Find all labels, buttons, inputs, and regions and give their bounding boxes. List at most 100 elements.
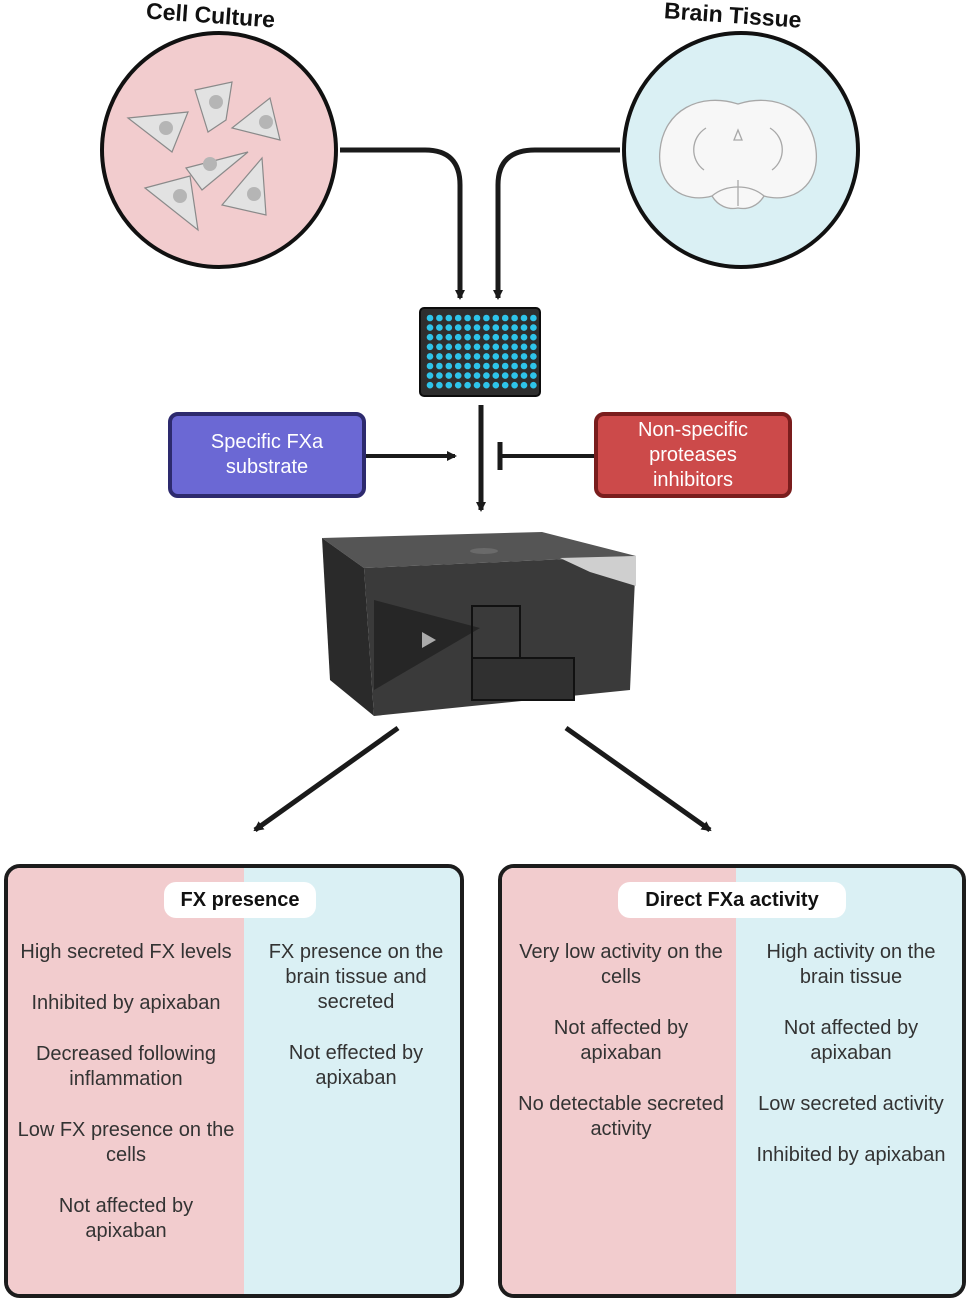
well — [483, 324, 490, 331]
well — [520, 324, 528, 331]
well — [454, 372, 462, 379]
well — [501, 381, 509, 389]
well — [483, 362, 490, 370]
well — [511, 362, 518, 370]
well — [426, 372, 434, 379]
well — [464, 381, 471, 389]
brain-tissue-circle — [622, 31, 860, 269]
well — [483, 343, 490, 351]
fxa-activity-title: Direct FXa activity — [618, 882, 846, 918]
well — [492, 343, 500, 351]
well — [454, 362, 462, 370]
well — [492, 324, 500, 331]
well — [520, 372, 528, 379]
well — [436, 324, 443, 331]
inhibitor-label: Non-specific proteases inhibitors — [637, 418, 749, 491]
well — [445, 381, 453, 389]
well — [473, 372, 481, 379]
list-item: Decreased following inflammation — [35, 1043, 217, 1090]
well — [511, 381, 518, 389]
well — [511, 343, 518, 351]
well — [530, 362, 537, 370]
list-item: Low secreted activity — [758, 1093, 944, 1115]
well — [445, 353, 453, 360]
well — [511, 333, 518, 341]
list-item: Not affected by apixaban — [553, 1017, 689, 1064]
well — [464, 314, 471, 322]
well — [501, 333, 509, 341]
well — [511, 353, 518, 360]
well — [483, 381, 490, 389]
well — [426, 343, 434, 351]
well — [454, 343, 462, 351]
well — [436, 372, 443, 379]
well — [483, 333, 490, 341]
cell-culture-circle — [100, 31, 338, 269]
well — [445, 324, 453, 331]
well — [426, 333, 434, 341]
well — [454, 353, 462, 360]
well — [426, 353, 434, 360]
substrate-label: Specific FXa substrate — [210, 431, 324, 478]
list-item: High secreted FX levels — [20, 941, 232, 963]
list-item: Inhibited by apixaban — [31, 992, 221, 1014]
inhibitor-box: Non-specific proteases inhibitors — [594, 412, 792, 498]
well — [520, 314, 528, 322]
well — [511, 372, 518, 379]
well — [454, 324, 462, 331]
well — [520, 333, 528, 341]
well — [483, 353, 490, 360]
well — [530, 324, 537, 331]
list-item: FX presence on the brain tissue and secr… — [268, 941, 444, 1013]
well — [530, 353, 537, 360]
well — [436, 381, 443, 389]
well — [426, 362, 434, 370]
fxa-activity-panel: Direct FXa activity Very low activity on… — [498, 864, 966, 1298]
well — [530, 314, 537, 322]
well — [426, 324, 434, 331]
well — [530, 381, 537, 389]
well — [454, 314, 462, 322]
well — [483, 314, 490, 322]
well — [530, 333, 537, 341]
well — [511, 314, 518, 322]
well — [473, 314, 481, 322]
well — [492, 353, 500, 360]
list-item: High activity on the brain tissue — [766, 941, 936, 988]
well — [492, 362, 500, 370]
list-item: Not affected by apixaban — [783, 1017, 919, 1064]
tissue-to-plate-arrow — [493, 147, 620, 300]
well — [520, 353, 528, 360]
well — [473, 343, 481, 351]
well — [464, 324, 471, 331]
cell-to-plate-arrow — [340, 147, 465, 300]
well — [436, 353, 443, 360]
reader-to-activity-arrow — [564, 725, 712, 833]
well — [464, 353, 471, 360]
fx-presence-tissue-list: FX presence on the brain tissue and secr… — [258, 940, 454, 1117]
brain-slice-icon — [659, 99, 817, 210]
well — [520, 362, 528, 370]
well — [464, 343, 471, 351]
well — [473, 353, 481, 360]
substrate-box: Specific FXa substrate — [168, 412, 366, 498]
well — [492, 314, 500, 322]
well — [492, 381, 500, 389]
well — [473, 333, 481, 341]
well — [520, 343, 528, 351]
well — [530, 372, 537, 379]
list-item: No detectable secreted activity — [518, 1093, 724, 1140]
well — [454, 381, 462, 389]
cell-icon — [126, 81, 281, 232]
well — [520, 381, 528, 389]
list-item: Not affected by apixaban — [58, 1195, 194, 1242]
plate-reader-icon — [322, 532, 636, 716]
well — [501, 343, 509, 351]
well — [501, 353, 509, 360]
well — [492, 333, 500, 341]
well — [445, 314, 453, 322]
